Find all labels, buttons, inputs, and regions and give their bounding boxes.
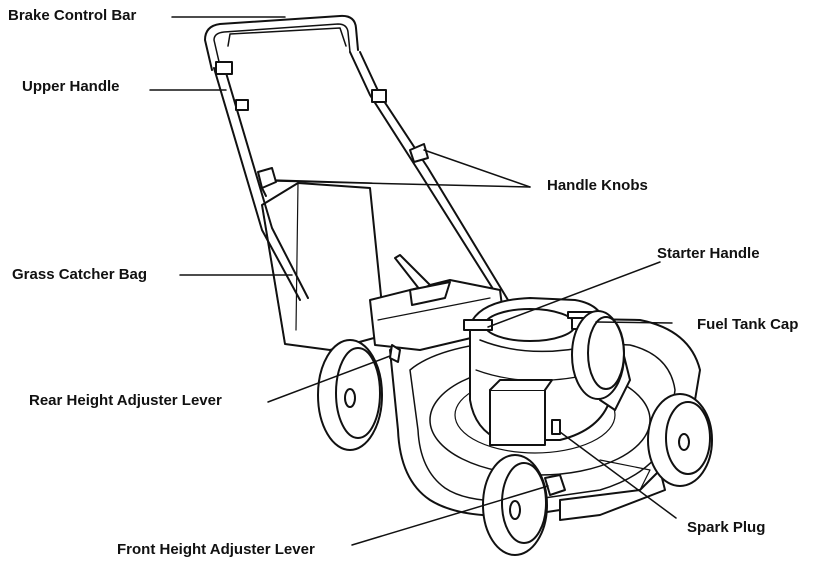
leader-rear-height-lever (267, 355, 391, 403)
leader-handle-knob-right (423, 149, 531, 188)
rear-height-lever-shape (389, 344, 401, 363)
leader-fuel-tank-cap (595, 321, 673, 324)
front-height-lever-shape (544, 474, 566, 496)
leader-lines (149, 16, 677, 546)
leader-starter-handle (487, 261, 661, 328)
rear-left-wheel (317, 339, 383, 451)
label-handle-knobs: Handle Knobs (547, 177, 648, 194)
label-upper-handle: Upper Handle (22, 78, 120, 95)
rear-right-wheel (571, 310, 625, 400)
leader-front-height-lever (351, 485, 549, 546)
label-front-height-adjuster-lever: Front Height Adjuster Lever (117, 541, 315, 558)
grass-catcher-bag-shape (261, 182, 386, 351)
label-fuel-tank-cap: Fuel Tank Cap (697, 316, 799, 333)
label-brake-control-bar: Brake Control Bar (8, 7, 137, 24)
label-grass-catcher-bag: Grass Catcher Bag (12, 266, 148, 283)
leader-handle-knob-left (275, 180, 531, 188)
leader-spark-plug (559, 431, 677, 519)
label-starter-handle: Starter Handle (657, 245, 760, 262)
handle-assembly (204, 14, 509, 301)
front-right-wheel (647, 393, 713, 487)
label-spark-plug: Spark Plug (687, 519, 766, 536)
front-left-wheel (482, 454, 548, 556)
label-rear-height-adjuster-lever: Rear Height Adjuster Lever (29, 392, 222, 409)
